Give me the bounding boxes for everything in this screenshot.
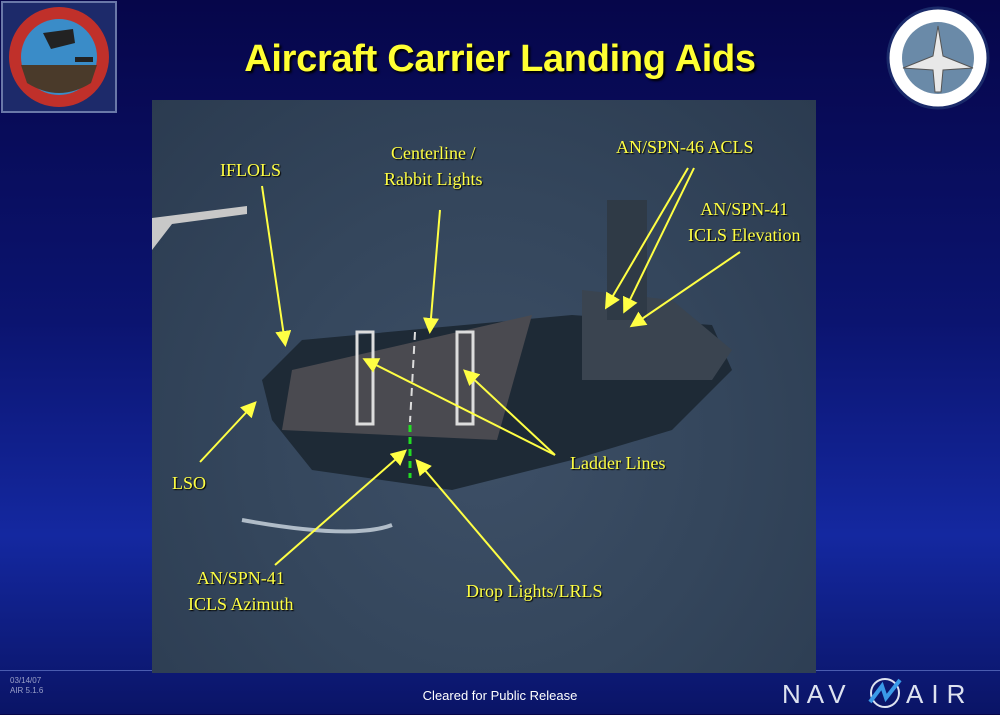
label-drop-lights: Drop Lights/LRLS xyxy=(466,581,603,601)
label-icls-azimuth-line1: AN/SPN-41 xyxy=(196,568,285,588)
dynamic-interface-logo xyxy=(1,1,117,113)
label-centerline: Centerline / Rabbit Lights xyxy=(384,140,483,192)
slide-title: Aircraft Carrier Landing Aids xyxy=(244,38,756,80)
label-iflols: IFLOLS xyxy=(220,160,282,180)
label-ladder-lines: Ladder Lines xyxy=(570,453,666,473)
footer-rule-left xyxy=(0,670,152,671)
drop-lights-arrow xyxy=(415,458,521,583)
icls-azimuth-arrow xyxy=(274,449,408,566)
footer-code: AIR 5.1.6 xyxy=(10,686,44,695)
label-acls: AN/SPN-46 ACLS xyxy=(616,137,754,157)
label-icls-elevation-line1: AN/SPN-41 xyxy=(700,199,789,219)
icls-elevation-arrow xyxy=(629,251,741,328)
label-centerline-line1: Centerline / xyxy=(391,143,476,163)
release-notice: Cleared for Public Release xyxy=(422,688,578,703)
svg-text:AIR: AIR xyxy=(906,679,973,709)
label-icls-elevation-line2: ICLS Elevation xyxy=(688,225,801,245)
label-icls-elevation: AN/SPN-41 ICLS Elevation xyxy=(688,196,800,248)
acls-arrow xyxy=(604,167,689,310)
acls-arrow-2 xyxy=(623,167,695,314)
footer-info: 03/14/07 AIR 5.1.6 xyxy=(10,676,43,696)
lso-arrow xyxy=(199,401,257,463)
navair-logo: NAV AIR xyxy=(782,676,992,710)
ladder-arrow-right xyxy=(463,369,556,456)
footer-rule-right xyxy=(816,670,1000,671)
centerline-arrow xyxy=(423,209,441,334)
iflols-arrow xyxy=(261,185,292,347)
svg-text:NAV: NAV xyxy=(782,679,852,709)
carrier-suitability-logo xyxy=(885,6,991,110)
label-lso: LSO xyxy=(172,473,207,493)
footer-date: 03/14/07 xyxy=(10,676,42,685)
label-icls-azimuth-line2: ICLS Azimuth xyxy=(188,594,294,614)
label-icls-azimuth: AN/SPN-41 ICLS Azimuth xyxy=(188,565,294,617)
ladder-arrow-left xyxy=(362,358,556,456)
label-centerline-line2: Rabbit Lights xyxy=(384,169,483,189)
